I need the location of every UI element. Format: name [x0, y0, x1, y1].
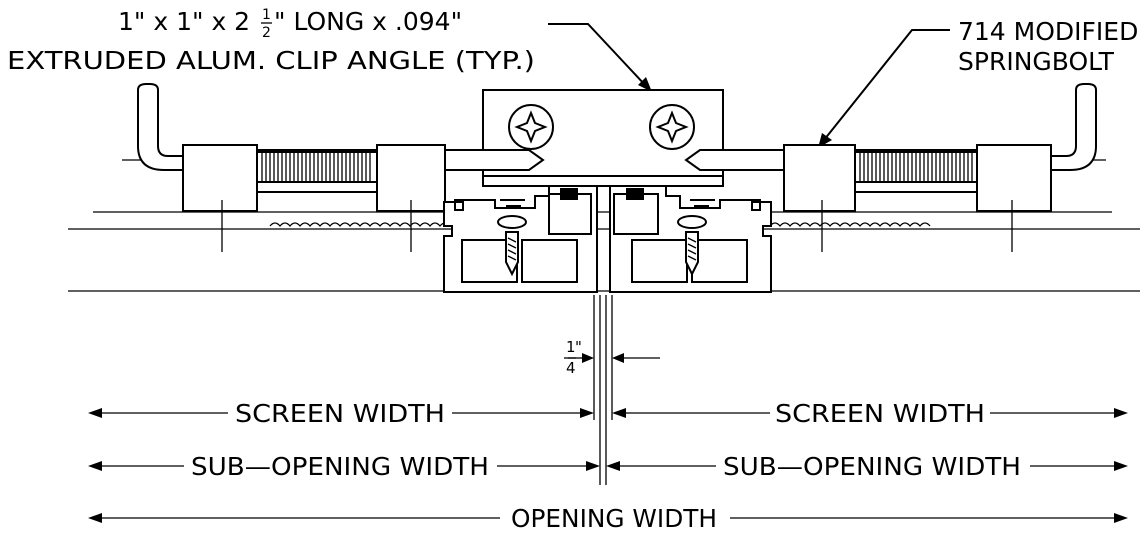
springbolt-left-pin	[444, 149, 545, 171]
screen-width-label-left: SCREEN WIDTH	[235, 399, 445, 428]
clip-angle-callout: 1" x 1" x 2 1 2 " LONG x .094" EXTRUDED …	[7, 7, 652, 92]
clip-angle-leader	[548, 23, 647, 87]
clip-angle-frac-den: 2	[262, 25, 271, 41]
springbolt-callout: 714 MODIFIED SPRINGBOLT	[818, 17, 1138, 148]
screw-head-right	[649, 104, 695, 150]
springbolt-left	[137, 83, 545, 252]
springbolt-right-body	[976, 144, 1052, 212]
fastener-left	[505, 231, 519, 277]
gap-dim-arrow-right	[612, 353, 624, 363]
screen-width-dim-left: SCREEN WIDTH	[88, 399, 594, 428]
gap-dim-denominator: 4	[566, 359, 576, 377]
springbolt-right	[684, 83, 1097, 252]
clip-angle-leader-arrowhead	[638, 77, 652, 92]
sub-opening-label-right: SUB—OPENING WIDTH	[723, 452, 1021, 481]
opening-width-label: OPENING WIDTH	[511, 504, 717, 533]
sub-opening-label-left: SUB—OPENING WIDTH	[191, 452, 489, 481]
springbolt-callout-line2: SPRINGBOLT	[958, 47, 1115, 76]
sub-opening-dim-left: SUB—OPENING WIDTH	[88, 452, 600, 481]
springbolt-left-body	[182, 144, 258, 212]
spring-coil-left	[257, 151, 377, 183]
screen-width-dim-right: SCREEN WIDTH	[612, 399, 1128, 428]
clip-angle-callout-line1: 1" x 1" x 2	[118, 7, 250, 36]
clip-angle-plate	[482, 89, 724, 187]
frame-extrusion-right	[609, 185, 772, 293]
clip-angle-callout-line2: EXTRUDED ALUM. CLIP ANGLE (TYP.)	[7, 46, 535, 75]
sub-opening-dim-right: SUB—OPENING WIDTH	[606, 452, 1128, 481]
springbolt-leader	[823, 29, 950, 141]
clip-angle-frac-num: 1	[262, 7, 271, 23]
springbolt-right-pin	[684, 149, 785, 171]
springbolt-callout-line1: 714 MODIFIED	[958, 17, 1138, 46]
gap-dim-inch-mark: "	[575, 338, 582, 356]
springbolt-left-handle	[137, 83, 185, 171]
springbolt-right-handle	[1049, 83, 1097, 171]
gap-dim-numerator: 1	[566, 338, 576, 356]
gap-dim-arrow-left	[582, 353, 594, 363]
opening-width-dim: OPENING WIDTH	[88, 504, 1128, 533]
springbolt-left-spring-housing	[256, 149, 378, 193]
gap-dimension: 1 " 4	[564, 338, 660, 377]
gap-lines	[593, 295, 613, 485]
frame-extrusion-left	[443, 185, 598, 293]
fastener-right	[685, 231, 699, 277]
screw-head-left	[508, 104, 554, 150]
screen-width-label-right: SCREEN WIDTH	[775, 399, 985, 428]
spring-coil-right	[855, 151, 977, 183]
springbolt-right-end-block	[783, 144, 856, 212]
clip-angle-callout-line1-rest: " LONG x .094"	[274, 7, 462, 36]
